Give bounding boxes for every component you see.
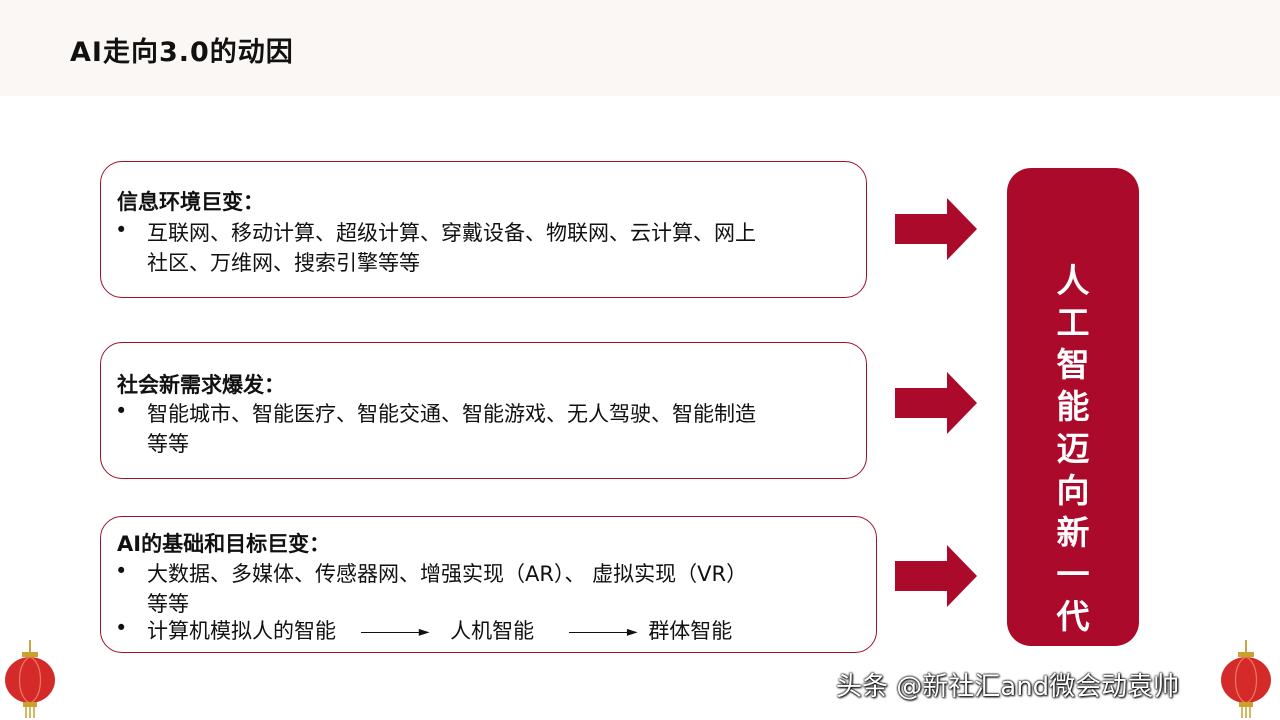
- right-arrow-icon: [895, 545, 977, 607]
- flow-step-swarm: 群体智能: [648, 619, 733, 643]
- flow-step-human-machine: 人机智能: [450, 619, 535, 643]
- watermark: 头条 @新社汇and微会动袁帅: [836, 672, 1180, 702]
- bullet-line: 大数据、多媒体、传感器网、增强实现（AR）、 虚拟实现（VR）: [147, 562, 748, 586]
- flow-step-simulation: 计算机模拟人的智能: [147, 619, 336, 643]
- bullet-line: 互联网、移动计算、超级计算、穿戴设备、物联网、云计算、网上: [147, 221, 756, 245]
- card-social-demand: 社会新需求爆发： • 智能城市、智能医疗、智能交通、智能游戏、无人驾驶、智能制造…: [100, 342, 867, 479]
- bullet-line: 智能城市、智能医疗、智能交通、智能游戏、无人驾驶、智能制造: [147, 402, 756, 426]
- bullet-icon: •: [115, 218, 128, 242]
- page-title: AI走向3.0的动因: [70, 37, 294, 68]
- result-box: 人 工 智 能 迈 向 新 一 代: [1007, 168, 1139, 646]
- right-arrow-icon: [895, 372, 977, 434]
- bullet-line: 等等: [147, 592, 189, 616]
- result-label: 人 工 智 能 迈 向 新 一 代: [1056, 261, 1090, 636]
- header-bar: [0, 0, 1280, 96]
- bullet-icon: •: [115, 559, 128, 583]
- card-heading: 社会新需求爆发：: [117, 373, 285, 397]
- card-heading: AI的基础和目标巨变：: [117, 532, 331, 556]
- bullet-icon: •: [115, 399, 128, 423]
- card-ai-foundation: AI的基础和目标巨变： • 大数据、多媒体、传感器网、增强实现（AR）、 虚拟实…: [100, 516, 877, 653]
- bullet-icon: •: [115, 616, 128, 640]
- flow-arrow-icon: ►: [360, 619, 429, 643]
- lantern-icon: [1221, 640, 1271, 718]
- card-info-environment: 信息环境巨变： • 互联网、移动计算、超级计算、穿戴设备、物联网、云计算、网上 …: [100, 161, 867, 298]
- bullet-line: 社区、万维网、搜索引擎等等: [147, 251, 420, 275]
- lantern-icon: [5, 640, 55, 718]
- card-heading: 信息环境巨变：: [117, 190, 264, 214]
- right-arrow-icon: [895, 198, 977, 260]
- bullet-line: 等等: [147, 432, 189, 456]
- flow-arrow-icon: ►: [568, 619, 638, 643]
